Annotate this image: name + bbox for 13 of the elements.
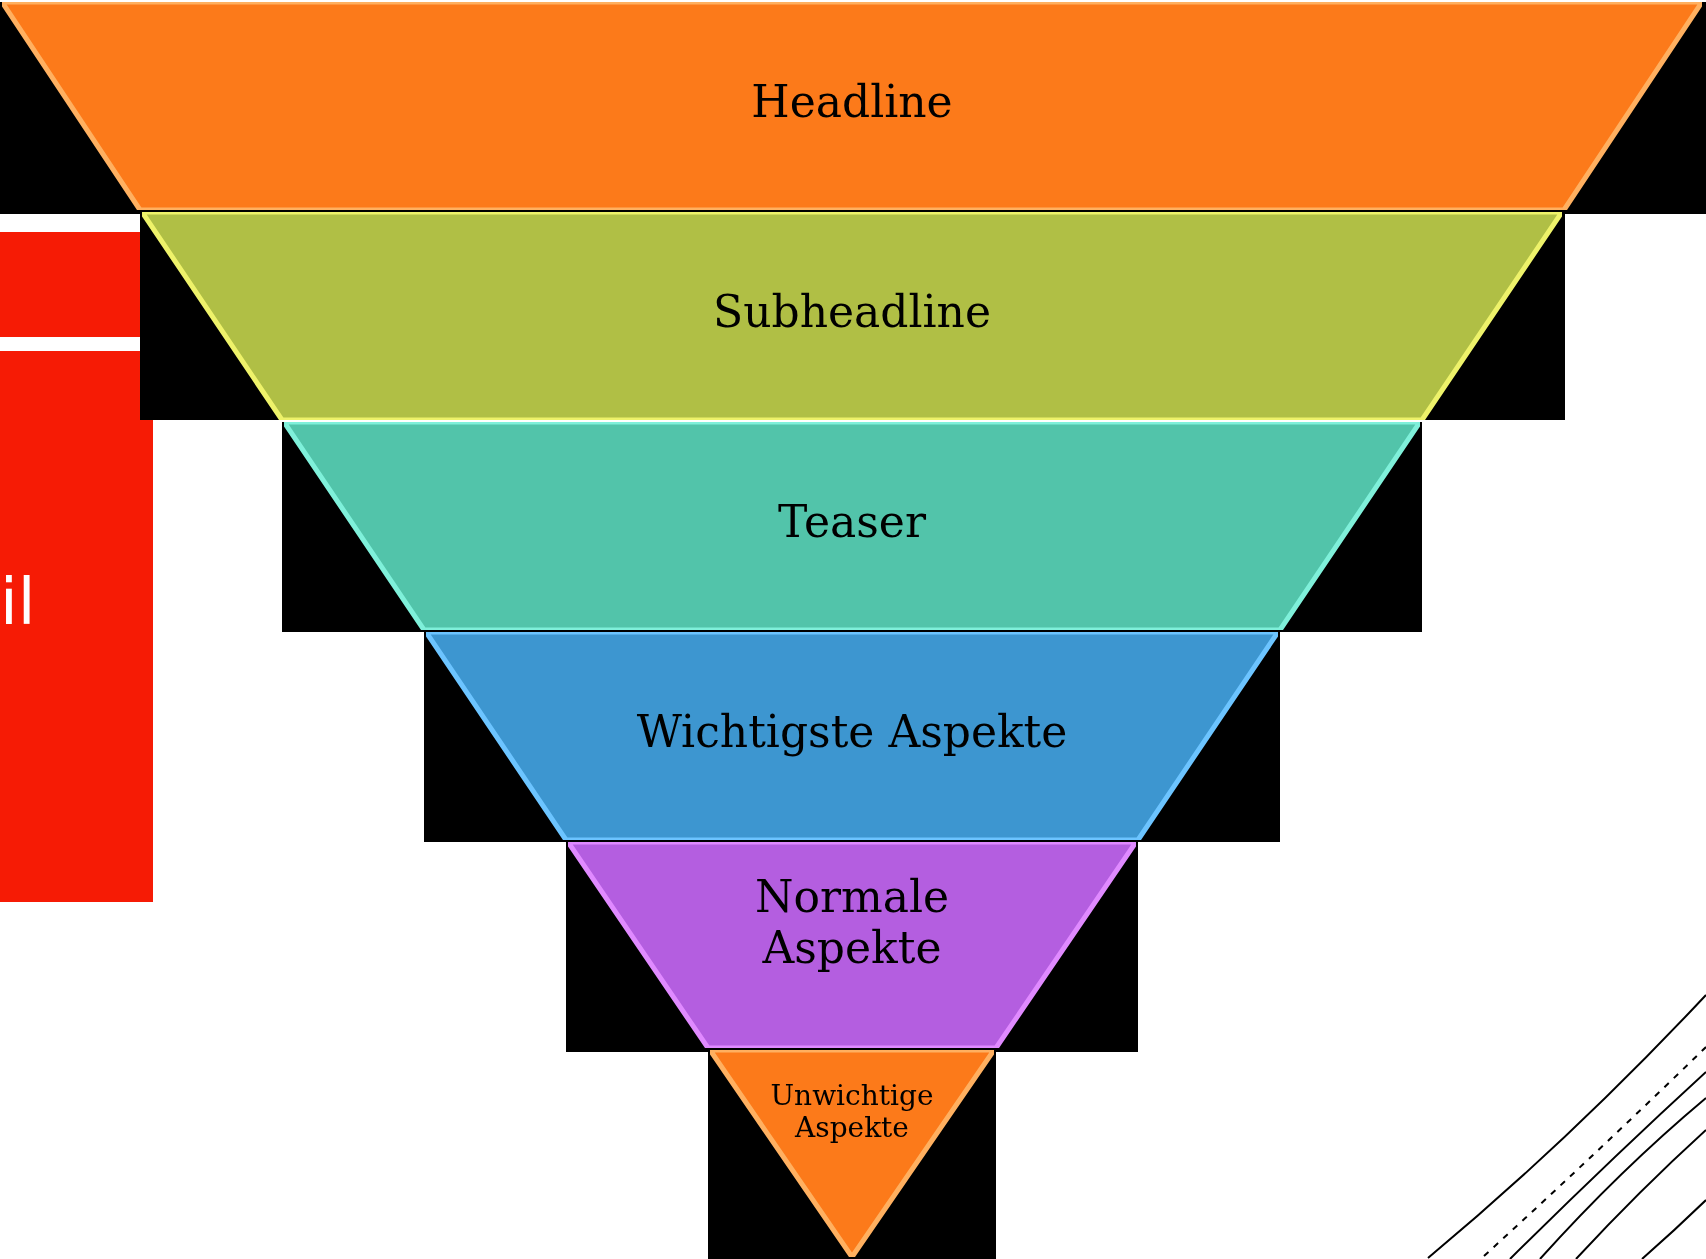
band-label: Unwichtige Aspekte (770, 1080, 934, 1145)
funnel-tip-triangle (710, 1050, 994, 1257)
funnel-band (142, 212, 1562, 420)
funnel-band (2, 2, 1702, 210)
funnel-band (568, 842, 1136, 1048)
funnel-band (284, 422, 1420, 630)
funnel-band (426, 632, 1278, 840)
band-label: Headline (750, 77, 954, 128)
band-label: Wichtigste Aspekte (635, 707, 1069, 758)
panel-text: il (0, 570, 36, 634)
band-label: Normale Aspekte (753, 872, 951, 974)
band-label: Subheadline (712, 287, 992, 338)
band-label: Teaser (777, 497, 927, 548)
